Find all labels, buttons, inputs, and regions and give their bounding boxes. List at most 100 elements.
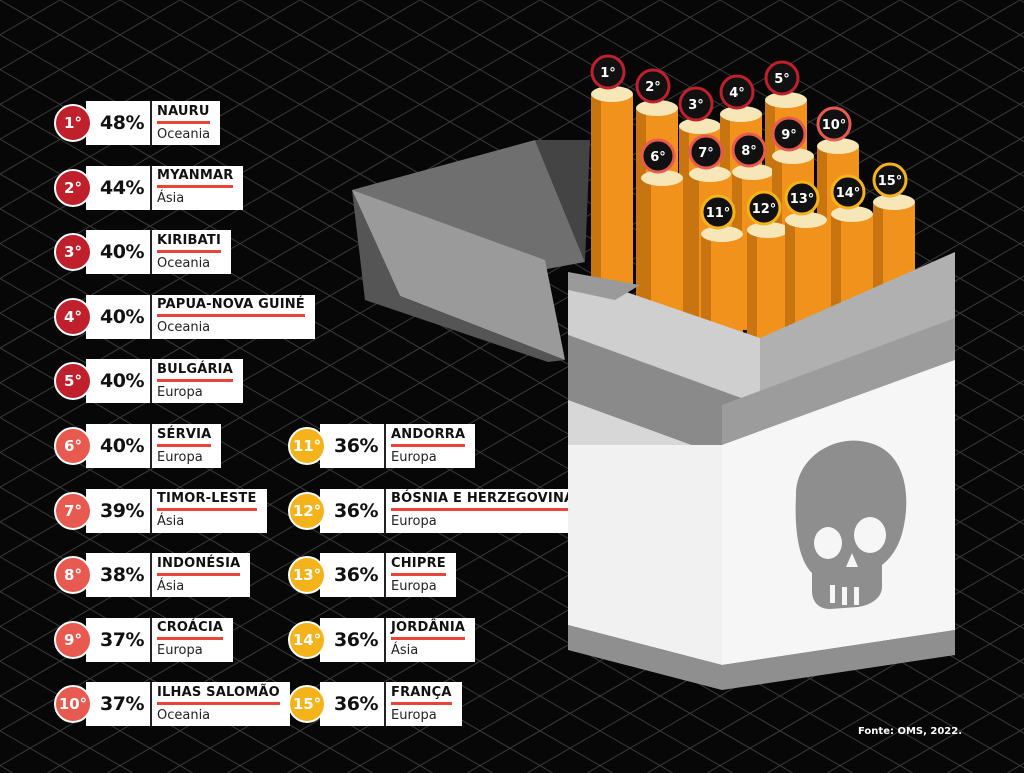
percent-value: 40%: [100, 305, 144, 328]
percent-value: 36%: [334, 435, 378, 457]
cigarette-rank-label: 11°: [706, 206, 731, 221]
grid-line: [0, 625, 254, 773]
cigarette-end: [831, 206, 873, 222]
cigarette-rank-circle: [784, 180, 820, 216]
cigarette-end: [873, 194, 915, 210]
rank-badge: 2°: [54, 168, 92, 207]
country-name: KIRIBATI: [156, 233, 222, 253]
rank-badge: 4°: [54, 297, 92, 336]
grid-line: [0, 486, 494, 773]
grid-line: [359, 0, 1024, 386]
cigarette-shade: [873, 202, 883, 352]
percent-value: 40%: [100, 241, 144, 264]
continent-name: Europa: [390, 449, 437, 465]
cigarette-end: [772, 148, 814, 164]
pack-body-right-band: [722, 318, 955, 445]
cigarette-end: [720, 106, 762, 122]
grid-line: [779, 0, 1024, 143]
cigarette-rank-circle: [700, 194, 736, 230]
cigarette-rank-circle: [635, 68, 671, 104]
grid-line: [766, 623, 1024, 773]
percent-value: 48%: [100, 112, 144, 134]
cigarette-shade: [701, 234, 711, 382]
continent-name: Europa: [390, 578, 437, 594]
continent-name: Europa: [156, 449, 203, 465]
cigarette-shade: [689, 174, 699, 330]
rank-badge: 5°: [54, 362, 92, 401]
cigarette-end: [765, 92, 807, 108]
grid-line: [0, 0, 721, 419]
cigarette-rank-label: 12°: [752, 202, 777, 217]
country-name: BÓSNIA E HERZEGOVINA: [390, 491, 575, 512]
cigarette-rank-label: 3°: [688, 98, 704, 113]
rank-badge: 6°: [54, 427, 92, 465]
continent-name: Europa: [390, 707, 437, 723]
continent-name: Ásia: [390, 643, 419, 659]
pack-body-left-band: [568, 335, 760, 470]
cigarette-end: [785, 212, 827, 228]
skull-icon: [795, 440, 907, 609]
rank-badge: 12°: [288, 491, 326, 530]
grid-line: [299, 0, 1024, 421]
country-name: INDONÉSIA: [156, 556, 241, 576]
cigarette-end: [641, 170, 683, 186]
cigarette-end: [591, 86, 633, 102]
continent-name: Oceania: [156, 255, 211, 271]
continent-name: Ásia: [156, 578, 185, 594]
rank-badge: 1°: [54, 104, 92, 142]
grid-line: [719, 0, 1024, 177]
source-note: Fonte: OMS, 2022.: [858, 726, 963, 737]
cigarette-rank-badges: 1°2°3°4°5°6°7°8°9°10°11°12°13°14°15°: [590, 54, 908, 230]
rank-badge: 7°: [54, 491, 92, 530]
country-info: SÉRVIA Europa: [149, 424, 212, 468]
cigarette-rank-circle: [590, 54, 626, 90]
cigarette-rank-circle: [872, 162, 908, 198]
continent-name: Ásia: [156, 514, 185, 530]
country-name: SÉRVIA: [156, 427, 212, 447]
country-name: MYANMAR: [156, 168, 234, 189]
country-name: PAPUA-NOVA GUINÉ: [156, 297, 305, 318]
pack-collar-notch: [568, 272, 640, 300]
cigarette-shade: [641, 178, 651, 330]
cigarette-rank-label: 5°: [774, 72, 790, 87]
percent-value: 40%: [100, 370, 144, 393]
cigarette-rank-circle: [688, 134, 724, 170]
cigarette-rank-label: 6°: [650, 150, 666, 165]
cigarette-rank-circle: [746, 190, 782, 226]
cigarette-rank-circle: [830, 174, 866, 210]
cigarette-rank-circle: [731, 132, 767, 168]
cigarette-rank-circle: [719, 74, 755, 110]
cigarette-end: [747, 222, 789, 238]
cigarette-rank-circle: [640, 138, 676, 174]
cigarette-shade: [679, 126, 689, 318]
pack-base: [568, 625, 955, 690]
cigarette-rank-circle: [771, 116, 807, 152]
country-info: INDONÉSIA Ásia: [149, 553, 241, 598]
continent-name: Europa: [390, 514, 437, 530]
cigarette-rank-label: 15°: [878, 174, 903, 189]
cigarette-shade: [591, 94, 601, 285]
percent-value: 37%: [100, 628, 144, 651]
